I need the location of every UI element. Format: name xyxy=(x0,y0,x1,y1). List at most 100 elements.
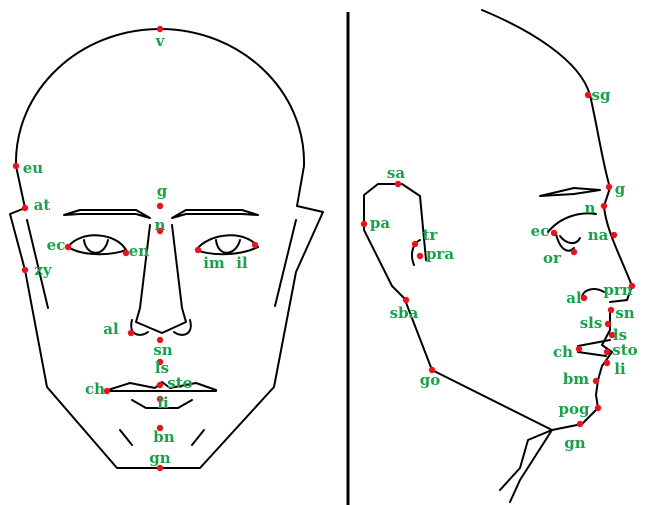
frontal-left-brow xyxy=(63,209,151,219)
profile-mouth-upper xyxy=(577,339,611,347)
profile-neck xyxy=(499,429,553,503)
frontal-landmark-dot-im xyxy=(194,246,202,254)
frontal-landmark-label-n: n xyxy=(155,216,166,234)
profile-eye-upper xyxy=(547,212,597,233)
frontal-landmark-dot-li xyxy=(156,395,164,403)
frontal-landmark-dot-il xyxy=(251,241,259,249)
profile-landmark-dot-ls xyxy=(608,331,616,339)
frontal-landmark-label-il: il xyxy=(236,254,248,272)
frontal-landmark-label-ec: ec xyxy=(47,236,66,254)
frontal-right-iris xyxy=(215,239,241,254)
frontal-chin-right xyxy=(191,429,205,446)
profile-mouth-lower xyxy=(577,351,607,357)
profile-landmark-label-pa: pa xyxy=(370,214,390,232)
profile-landmark-dot-li xyxy=(603,359,611,367)
profile-landmark-label-n: n xyxy=(585,199,596,217)
profile-landmark-label-bm: bm xyxy=(563,370,589,388)
profile-landmark-dot-sba xyxy=(402,296,410,304)
frontal-landmark-dot-en xyxy=(122,249,130,257)
frontal-right-brow xyxy=(171,209,259,219)
frontal-landmark-label-li: li xyxy=(157,394,169,412)
profile-landmark-dot-pa xyxy=(360,220,368,228)
frontal-landmark-label-bn: bn xyxy=(153,428,174,446)
profile-landmark-dot-ec xyxy=(550,229,558,237)
frontal-landmark-label-sto: sto xyxy=(167,374,192,392)
frontal-landmark-dot-gn xyxy=(156,464,164,472)
frontal-lower-lip xyxy=(131,399,193,409)
frontal-landmark-label-en: en xyxy=(129,242,150,260)
frontal-landmark-dot-bn xyxy=(156,424,164,432)
profile-landmark-dot-pog xyxy=(594,404,602,412)
profile-landmark-label-al: al xyxy=(566,289,582,307)
frontal-landmark-dot-ch xyxy=(103,387,111,395)
frontal-landmark-dot-sto xyxy=(156,381,164,389)
frontal-landmark-dot-ec xyxy=(64,243,72,251)
profile-landmark-dot-sto xyxy=(603,348,611,356)
frontal-landmark-label-zy: zy xyxy=(34,261,53,279)
frontal-landmark-label-ls: ls xyxy=(155,359,169,377)
profile-landmark-dot-bm xyxy=(592,377,600,385)
profile-landmark-dot-al xyxy=(580,294,588,302)
profile-landmark-label-pra: pra xyxy=(426,245,454,263)
profile-landmark-label-ch: ch xyxy=(553,343,573,361)
frontal-landmark-dot-eu xyxy=(12,162,20,170)
profile-landmark-label-prn: prn xyxy=(603,281,632,299)
profile-landmark-label-tr: tr xyxy=(423,226,439,244)
frontal-left-eye-upper xyxy=(67,234,127,251)
frontal-landmark-dot-sn xyxy=(156,336,164,344)
profile-ear xyxy=(363,183,427,301)
profile-landmark-label-ls: ls xyxy=(613,326,627,344)
frontal-landmark-label-at: at xyxy=(34,196,51,214)
frontal-landmark-dot-g xyxy=(156,202,164,210)
profile-landmark-dot-na xyxy=(610,231,618,239)
frontal-landmark-dot-at xyxy=(21,204,29,212)
profile-brow xyxy=(539,187,601,197)
profile-lips xyxy=(551,309,613,431)
profile-eye-iris xyxy=(559,235,581,244)
frontal-left-ear xyxy=(26,219,49,309)
profile-landmark-dot-sg xyxy=(584,91,592,99)
frontal-nose-base xyxy=(130,319,192,336)
profile-landmark-label-pog: pog xyxy=(559,400,590,418)
profile-landmark-label-or: or xyxy=(543,249,562,267)
profile-landmark-label-na: na xyxy=(588,226,609,244)
profile-landmark-dot-or xyxy=(570,248,578,256)
frontal-landmark-label-g: g xyxy=(157,182,168,200)
frontal-landmark-label-gn: gn xyxy=(149,449,170,467)
profile-landmark-dot-pra xyxy=(416,252,424,260)
profile-landmark-label-gn: gn xyxy=(564,434,585,452)
profile-eye-lower xyxy=(555,233,575,252)
frontal-landmark-dot-zy xyxy=(21,266,29,274)
profile-landmark-label-go: go xyxy=(420,371,441,389)
profile-landmark-dot-gn xyxy=(576,420,584,428)
profile-landmark-label-sn: sn xyxy=(615,304,634,322)
frontal-landmark-dot-n xyxy=(156,227,164,235)
frontal-landmark-label-ch: ch xyxy=(85,380,105,398)
profile-landmark-label-sto: sto xyxy=(612,341,637,359)
profile-landmark-dot-sa xyxy=(394,180,402,188)
profile-landmark-dot-n xyxy=(600,202,608,210)
frontal-landmark-dot-ls xyxy=(156,358,164,366)
frontal-landmark-label-v: v xyxy=(155,32,166,50)
profile-landmark-dot-prn xyxy=(628,282,636,290)
profile-landmark-label-li: li xyxy=(614,360,626,378)
frontal-landmark-label-im: im xyxy=(203,254,225,272)
profile-landmark-label-sba: sba xyxy=(390,304,419,322)
frontal-landmark-dot-al xyxy=(127,329,135,337)
profile-landmark-label-sg: sg xyxy=(592,86,611,104)
profile-landmark-dot-g xyxy=(605,183,613,191)
frontal-left-eye-lower xyxy=(67,246,127,256)
frontal-landmark-label-eu: eu xyxy=(23,159,44,177)
profile-landmark-dot-go xyxy=(428,366,436,374)
frontal-left-iris xyxy=(83,239,109,254)
frontal-landmark-label-al: al xyxy=(103,320,119,338)
profile-landmark-dot-tr xyxy=(411,240,419,248)
profile-landmark-label-g: g xyxy=(615,180,626,198)
frontal-landmark-label-sn: sn xyxy=(153,341,172,359)
frontal-landmark-dot-v xyxy=(156,25,164,33)
profile-landmark-label-sa: sa xyxy=(387,164,405,182)
profile-ear-inner xyxy=(411,239,421,266)
